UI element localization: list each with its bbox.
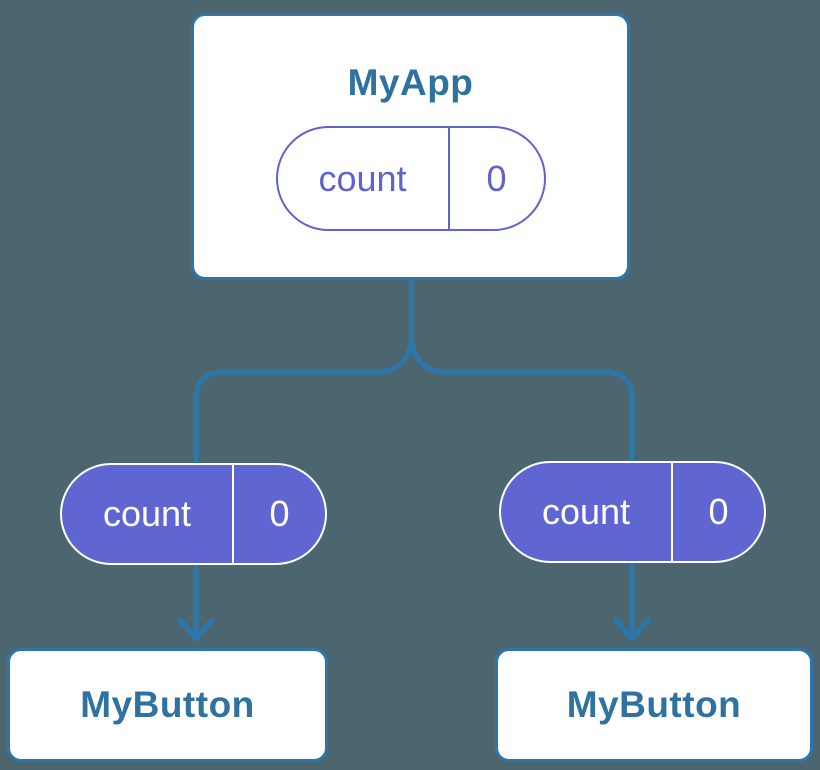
node-mybutton-right-title: MyButton (566, 684, 742, 725)
node-mybutton-left-title: MyButton (80, 684, 255, 725)
connector-branch-left (193, 337, 414, 573)
prop-value-label: 0 (232, 465, 325, 563)
connector-branch-right (409, 337, 635, 571)
node-myapp-title: MyApp (347, 62, 474, 103)
arrowhead-down-right-icon (613, 617, 651, 642)
node-myapp: MyApp count 0 (191, 13, 630, 280)
prop-value-label: 0 (671, 463, 764, 561)
prop-pill-right: count 0 (499, 461, 766, 563)
prop-key-label: count (102, 493, 192, 534)
node-mybutton-left: MyButton (7, 648, 328, 762)
arrowhead-down-left-icon (177, 617, 215, 642)
node-mybutton-right: MyButton (495, 648, 813, 762)
state-key-label: count (318, 157, 407, 199)
state-pill-myapp: count 0 (275, 126, 546, 231)
prop-key-label: count (541, 491, 631, 532)
prop-pill-left: count 0 (60, 463, 327, 565)
state-value-label: 0 (447, 128, 544, 229)
